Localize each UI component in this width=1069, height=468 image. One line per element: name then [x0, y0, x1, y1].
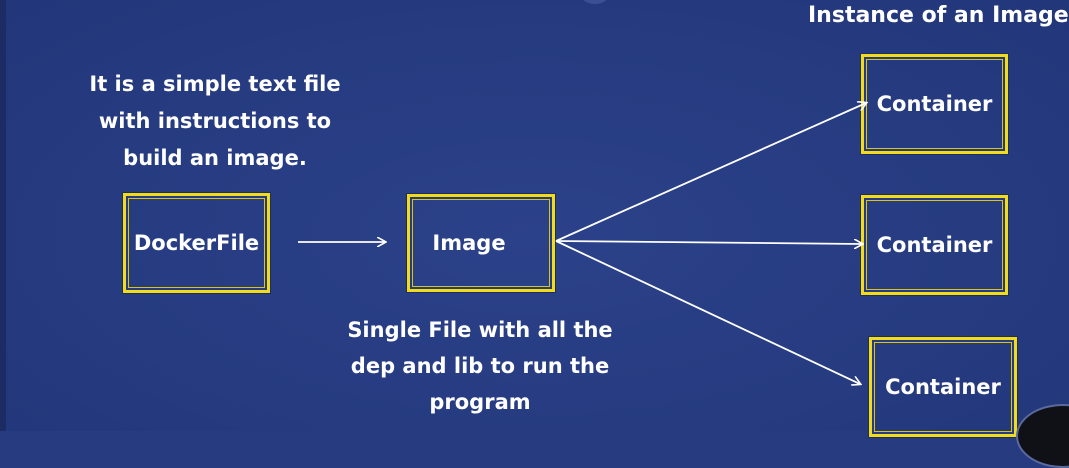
dockerfile-node: DockerFile	[122, 192, 271, 294]
container-node-1-label: Container	[876, 92, 993, 116]
dockerfile-description-line-2: with instructions to	[98, 109, 332, 133]
image-description-line-3: program	[429, 390, 531, 414]
image-description-line-2: dep and lib to run the	[350, 354, 610, 378]
image-node-label: Image	[432, 231, 506, 255]
image-description: Single File with all the dep and lib to …	[330, 312, 630, 420]
top-decoration	[582, 0, 608, 4]
image-description-line-1: Single File with all the	[347, 318, 613, 342]
dockerfile-node-label: DockerFile	[133, 231, 260, 255]
arrow-image-to-container-3	[555, 240, 860, 384]
left-edge-strip	[0, 0, 6, 431]
instance-label: Instance of an Image	[808, 3, 1069, 28]
image-node: Image	[406, 193, 556, 293]
container-node-2: Container	[860, 194, 1009, 296]
connector-arrows	[298, 0, 1069, 431]
container-node-3-label: Container	[885, 375, 1001, 399]
arrow-image-to-container-1	[555, 103, 866, 242]
container-node-2-label: Container	[876, 233, 993, 257]
dockerfile-description-line-3: build an image.	[123, 146, 307, 170]
dockerfile-description: It is a simple text file with instructio…	[70, 66, 360, 177]
arrow-image-to-container-2	[555, 241, 862, 244]
container-node-1: Container	[860, 53, 1009, 155]
dockerfile-description-line-1: It is a simple text file	[89, 72, 341, 96]
